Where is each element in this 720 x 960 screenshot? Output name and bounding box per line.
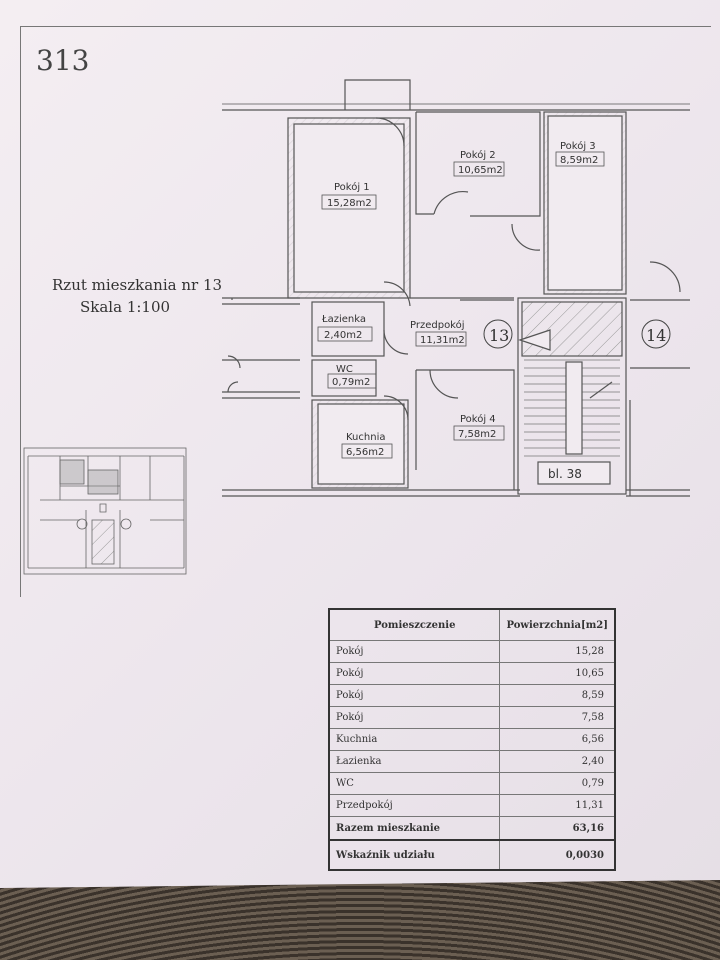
room-name: Pokój 1	[334, 181, 370, 193]
key-plan-thumbnail	[23, 447, 187, 575]
flat-marker-13: 13	[483, 319, 513, 349]
drawing-frame	[20, 26, 711, 597]
flat-marker-14: 14	[641, 319, 671, 349]
page-number: 313	[36, 44, 90, 77]
room-area: 8,59m2	[560, 155, 598, 166]
plan-scale: Skala 1:100	[80, 298, 171, 316]
room-name: Przedpokój	[410, 319, 465, 331]
floor-plan: Pokój 1 15,28m2 Pokój 2 10,65m2 Pokój 3 …	[23, 79, 690, 575]
room-name: Pokój 2	[460, 149, 496, 161]
svg-text:13: 13	[489, 326, 509, 345]
room-area: 15,28m2	[327, 198, 372, 209]
room-area: 0,79m2	[332, 377, 370, 388]
table-header-row: Pomieszczenie Powierzchnia[m2]	[328, 608, 616, 641]
svg-text:14: 14	[646, 326, 666, 345]
room-name: Łazienka	[321, 314, 366, 325]
room-area: 2,40m2	[324, 330, 362, 341]
room-labels: Pokój 1 15,28m2 Pokój 2 10,65m2 Pokój 3 …	[317, 140, 605, 459]
walls	[222, 79, 690, 497]
plan-title: Rzut mieszkania nr 13	[52, 276, 223, 294]
room-name: Pokój 4	[460, 413, 496, 425]
room-area: 7,58m2	[458, 429, 496, 440]
column-header-room: Pomieszczenie	[328, 608, 501, 641]
block-label: bl. 38	[548, 467, 582, 481]
room-name: WC	[336, 364, 353, 375]
plan-title-block: Rzut mieszkania nr 13 Skala 1:100	[52, 274, 222, 318]
room-area: 10,65m2	[458, 165, 503, 176]
room-area: 11,31m2	[420, 335, 465, 346]
paper-sheet: 313 Rzut mieszkania nr 13 Skala 1:100	[0, 0, 720, 888]
room-area: 6,56m2	[346, 447, 384, 458]
room-name: Pokój 3	[560, 140, 596, 152]
column-header-area: Powierzchnia[m2]	[499, 608, 616, 641]
room-name: Kuchnia	[346, 432, 385, 443]
